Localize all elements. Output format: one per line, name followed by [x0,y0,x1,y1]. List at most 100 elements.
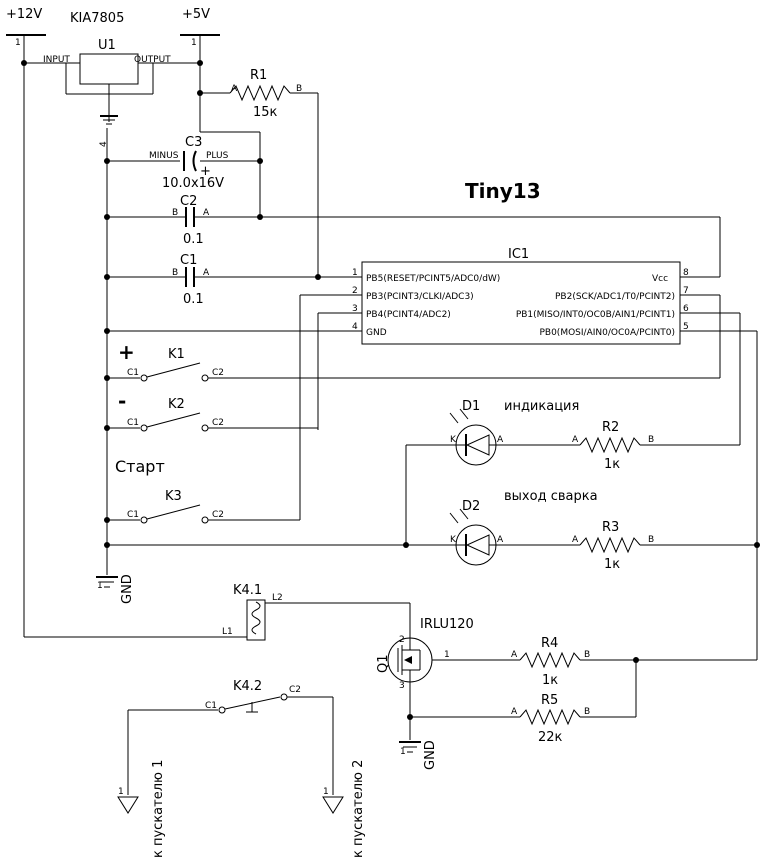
led-d1-ref: D1 [462,399,480,414]
switch-k3-ref: K3 [165,489,182,504]
led-d1: D1 индикация K A [406,399,580,466]
rail-12v: +12V 1 [6,7,46,637]
mosfet-q1: IRLU120 Q1 2 1 3 [376,617,520,717]
contact-c1: C1 [205,701,217,711]
capacitor-c3-minus: MINUS [149,151,179,161]
switch-k2-ref: K2 [168,397,185,412]
resistor-r3-ref: R3 [602,520,619,535]
rail-5v-pin: 1 [191,38,197,48]
output-terminal-2: 1 к пускателю 2 [322,760,366,858]
mcu-pin-right-8-label: Vcc [652,274,668,284]
ground-1-label: GND [120,574,135,604]
mcu-pin-left-1-label: PB5(RESET/PCINT5/ADC0/dW) [366,274,500,284]
mosfet-pin-d: 2 [399,635,405,645]
contact-ref: K4.2 [233,679,262,694]
regulator-ref: U1 [98,38,116,53]
capacitor-c1-pin-b: B [172,268,178,278]
relay-ref: K4.1 [233,583,262,598]
capacitor-c1: C1 0.1 B A [107,253,362,307]
led-d2-ref: D2 [462,499,480,514]
mcu-pin-right-7-label: PB2(SCK/ADC1/T0/PCINT2) [555,292,675,302]
resistor-r5-pin-a: A [511,707,518,717]
led-d2-caption: выход сварка [504,489,598,504]
mcu-pin-right-6-label: PB1(MISO/INT0/OC0B/AIN1/PCINT1) [516,310,675,320]
relay-l2: L2 [272,593,283,603]
switch-k2-c1: C1 [127,418,139,428]
mcu-pin-right-6-num: 6 [683,304,689,314]
resistor-r3-pin-a: A [572,535,579,545]
mcu-pin-left-4-label: GND [366,328,387,338]
switch-k3-c1: C1 [127,510,139,520]
led-d2: D2 выход сварка K A [449,489,598,566]
resistor-r4-pin-a: A [511,650,518,660]
relay-l1: L1 [222,627,233,637]
switch-k1: + K1 C1 C2 [107,340,720,382]
resistor-r2-pin-b: B [648,435,654,445]
switch-k2-c2: C2 [212,418,224,428]
relay-k4-1: K4.1 L1 L2 [24,583,410,641]
resistor-r1-ref: R1 [250,68,267,83]
regulator-output-label: OUTPUT [134,55,171,65]
resistor-r5-ref: R5 [541,693,558,708]
mcu-pin-right-5-label: PB0(MOSI/AIN0/OC0A/PCINT0) [539,328,675,338]
regulator-part: KIA7805 [70,11,124,26]
ground-2-label: GND [423,740,438,770]
mcu-pin-right-8-num: 8 [683,268,689,278]
switch-k1-c2: C2 [212,368,224,378]
resistor-r4-value: 1к [542,673,558,688]
contact-c2: C2 [289,685,301,695]
capacitor-c1-pin-a: A [203,268,210,278]
led-d2-pin-k: K [450,535,457,545]
capacitor-c3: C3 10.0x16V MINUS PLUS + [107,135,260,191]
switch-k3-c2: C2 [212,510,224,520]
capacitor-c2-pin-b: B [172,208,178,218]
regulator-input-label: INPUT [43,55,70,65]
output-1-label: к пускателю 1 [151,760,166,858]
capacitor-c2-ref: C2 [180,194,197,209]
resistor-r5-pin-b: B [584,707,590,717]
led-d1-caption: индикация [504,399,579,414]
mosfet-ref: Q1 [376,654,391,673]
rail-5v: +5V 1 [180,7,220,63]
mcu-pin-left-2-num: 2 [352,286,358,296]
led-d1-pin-k: K [450,435,457,445]
resistor-r3-pin-b: B [648,535,654,545]
mosfet-pin-g: 1 [444,650,450,660]
regulator-gnd-pin: 4 [99,141,109,147]
mosfet-pin-s: 3 [399,681,405,691]
switch-k2: - K2 C1 C2 [107,389,318,432]
capacitor-c2: C2 0.1 B A [107,194,720,247]
resistor-r1-pin-a: A [231,84,238,94]
capacitor-c1-ref: C1 [180,253,197,268]
ground-symbol-1: 1 GND [96,574,135,604]
mcu-pin-left-4-num: 4 [352,322,358,332]
resistor-r3: R3 1к A B [572,520,757,572]
resistor-r1-value: 15к [253,105,278,120]
switch-k1-sign: + [118,340,135,364]
output-2-label: к пускателю 2 [351,760,366,858]
resistor-r2-pin-a: A [572,435,579,445]
mcu-pin-left-3-num: 3 [352,304,358,314]
led-d1-pin-a: A [497,435,504,445]
contact-k4-2: K4.2 C1 C2 [128,679,333,714]
output-terminal-1: 1 к пускателю 1 [117,760,166,858]
rail-12v-label: +12V [6,7,42,22]
mcu-pin-left-3-label: PB4(PCINT4/ADC2) [366,310,451,320]
capacitor-c2-pin-a: A [203,208,210,218]
ground-2-pin: 1 [400,747,406,757]
resistor-r4-ref: R4 [541,636,558,651]
switch-k3-sign: Старт [115,457,165,476]
resistor-r5-value: 22к [538,730,563,745]
switch-k2-sign: - [118,389,126,413]
resistor-r4-pin-b: B [584,650,590,660]
regulator-u1: KIA7805 U1 INPUT OUTPUT 4 [24,11,200,147]
mcu-pin-right-5-num: 5 [683,322,689,332]
resistor-r1: R1 15к A B [229,68,302,120]
resistor-r1-pin-b: B [296,84,302,94]
mcu-name: Tiny13 [465,179,541,203]
rail-5v-label: +5V [182,7,210,22]
rail-12v-pin: 1 [15,38,21,48]
mcu-ref: IC1 [508,247,529,262]
resistor-r2-value: 1к [604,457,620,472]
